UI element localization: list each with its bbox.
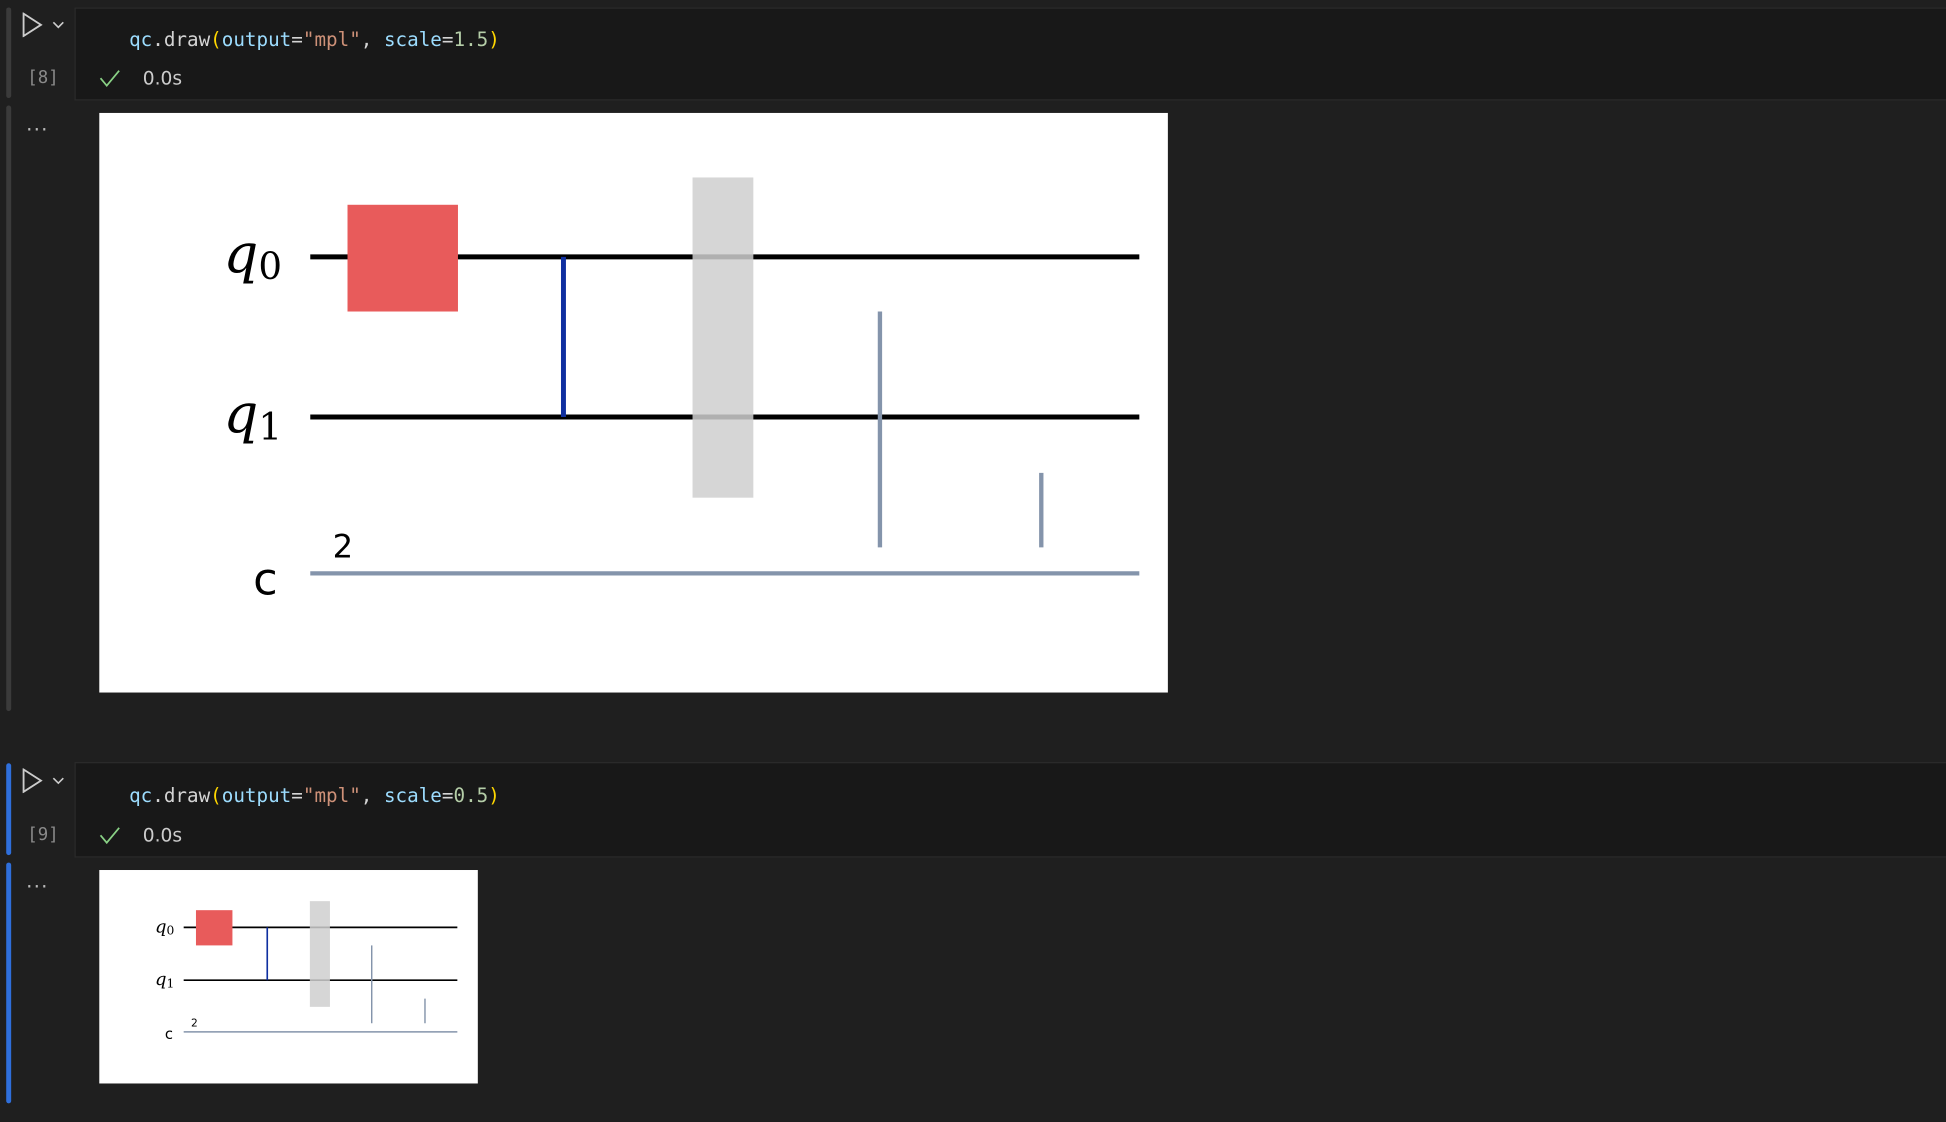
quantum-circuit-diagram: q0 q1 c 2 H 0 1 — [155, 901, 458, 1043]
check-icon — [99, 70, 120, 87]
h-gate: H — [347, 204, 458, 312]
code-token: qc — [129, 28, 153, 51]
code-token: , — [360, 784, 384, 807]
chevron-down-icon[interactable] — [51, 774, 66, 786]
code-token: = — [291, 784, 303, 807]
run-icon[interactable] — [21, 12, 43, 38]
barrier — [692, 177, 754, 498]
run-icon[interactable] — [21, 768, 43, 794]
code-token: scale — [383, 784, 442, 807]
execution-time: 0.0s — [142, 824, 183, 847]
cell-9-output-bar — [6, 862, 12, 1104]
circuit-image-small: q0 q1 c 2 H 0 1 — [99, 870, 478, 1084]
code-token: "mpl" — [302, 28, 361, 51]
code-token: = — [441, 28, 454, 51]
code-token: "mpl" — [302, 784, 361, 807]
code-token: output — [221, 28, 292, 51]
check-icon — [99, 827, 120, 845]
qubit-label-q1: q1 — [155, 969, 174, 990]
code-token: ( — [210, 28, 222, 51]
code-token: ) — [488, 784, 500, 807]
code-token: 0.5 — [453, 784, 489, 807]
code-token: qc — [129, 784, 153, 807]
cell-8-editor[interactable] — [74, 7, 1946, 101]
qubit-label-q0: q0 — [223, 221, 282, 288]
code-token: output — [221, 784, 292, 807]
qubit-label-q1: q1 — [223, 381, 282, 448]
creg-label: c — [165, 1026, 173, 1043]
more-icon[interactable]: ... — [26, 868, 49, 893]
barrier — [309, 901, 330, 1007]
cell-8-input-bar — [6, 7, 12, 99]
code-token: scale — [383, 28, 442, 51]
qubit-label-q0: q0 — [155, 916, 174, 937]
code-token: = — [441, 784, 454, 807]
code-token: ( — [210, 784, 222, 807]
h-gate: H — [195, 910, 233, 946]
creg-size-label: 2 — [333, 527, 354, 565]
more-icon[interactable]: ... — [26, 111, 49, 136]
execution-count: [8] — [27, 68, 59, 89]
execution-time: 0.0s — [142, 67, 183, 90]
chevron-down-icon[interactable] — [51, 19, 66, 31]
code-token: .draw — [152, 28, 211, 51]
code-token: .draw — [152, 784, 211, 807]
circuit-image-large: q0 q1 c 2 H 0 1 — [99, 112, 1168, 693]
creg-size-label: 2 — [191, 1017, 198, 1030]
code-token: = — [291, 28, 303, 51]
cell-9-editor[interactable] — [74, 762, 1946, 858]
execution-count: [9] — [27, 825, 59, 846]
cell-9-input-bar — [6, 763, 12, 856]
code-line[interactable]: qc.draw(output="mpl", scale=1.5) — [129, 29, 500, 51]
code-token: ) — [488, 28, 500, 51]
quantum-circuit-diagram: q0 q1 c 2 H 0 1 — [223, 177, 1140, 605]
code-line[interactable]: qc.draw(output="mpl", scale=0.5) — [129, 784, 500, 806]
code-token: 1.5 — [453, 28, 489, 51]
creg-label: c — [253, 553, 278, 605]
cell-8-output-bar — [6, 105, 12, 712]
code-token: , — [360, 28, 384, 51]
